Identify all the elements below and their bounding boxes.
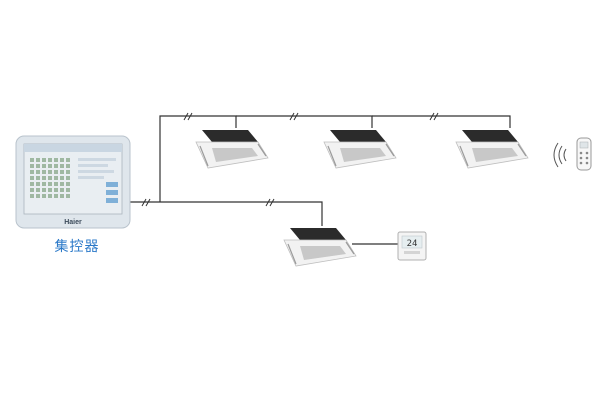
unit-body xyxy=(330,130,386,142)
wired-controller: 24 xyxy=(397,231,427,261)
controller-brand-logo: Haier xyxy=(64,219,82,226)
unit-body xyxy=(290,228,346,240)
cassette-unit xyxy=(323,130,397,169)
unit-vent xyxy=(257,143,267,157)
cassette-unit xyxy=(195,130,269,169)
unit-vent xyxy=(345,241,355,255)
unit-vent xyxy=(327,145,337,167)
wire-lower-branch xyxy=(160,201,323,226)
wire-upper-right xyxy=(372,115,511,128)
unit-vent xyxy=(199,145,209,167)
wiring xyxy=(130,115,511,245)
screen-grid xyxy=(30,158,70,198)
wireless-signal-icon xyxy=(553,142,567,168)
unit-vent xyxy=(459,145,469,167)
controller-caption: 集控器 xyxy=(54,239,100,255)
wire-upper-mid xyxy=(236,115,373,128)
unit-vent xyxy=(385,143,395,157)
break-mark xyxy=(265,198,275,207)
unit-body xyxy=(202,130,258,142)
wired-controller-buttons xyxy=(404,251,420,254)
cassette-unit xyxy=(455,130,529,169)
central-controller: Haier xyxy=(15,135,131,229)
unit-grille xyxy=(300,246,346,260)
remote-control-icon xyxy=(576,137,592,171)
break-mark xyxy=(141,198,151,207)
wired-controller-display: 24 xyxy=(407,239,418,249)
screen-title-bar xyxy=(24,144,122,152)
break-marks xyxy=(141,112,439,207)
break-mark xyxy=(183,112,193,121)
unit-grille xyxy=(212,148,258,162)
controller-screen xyxy=(23,143,123,215)
break-mark xyxy=(429,112,439,121)
wire-upper-branch xyxy=(159,115,237,202)
unit-grille xyxy=(340,148,386,162)
cassette-unit xyxy=(283,228,357,267)
wired-controller-screen xyxy=(401,235,423,249)
break-mark xyxy=(289,112,299,121)
screen-side-panel xyxy=(78,158,118,203)
unit-vent xyxy=(517,143,527,157)
unit-grille xyxy=(472,148,518,162)
unit-body xyxy=(462,130,518,142)
unit-vent xyxy=(287,243,297,265)
